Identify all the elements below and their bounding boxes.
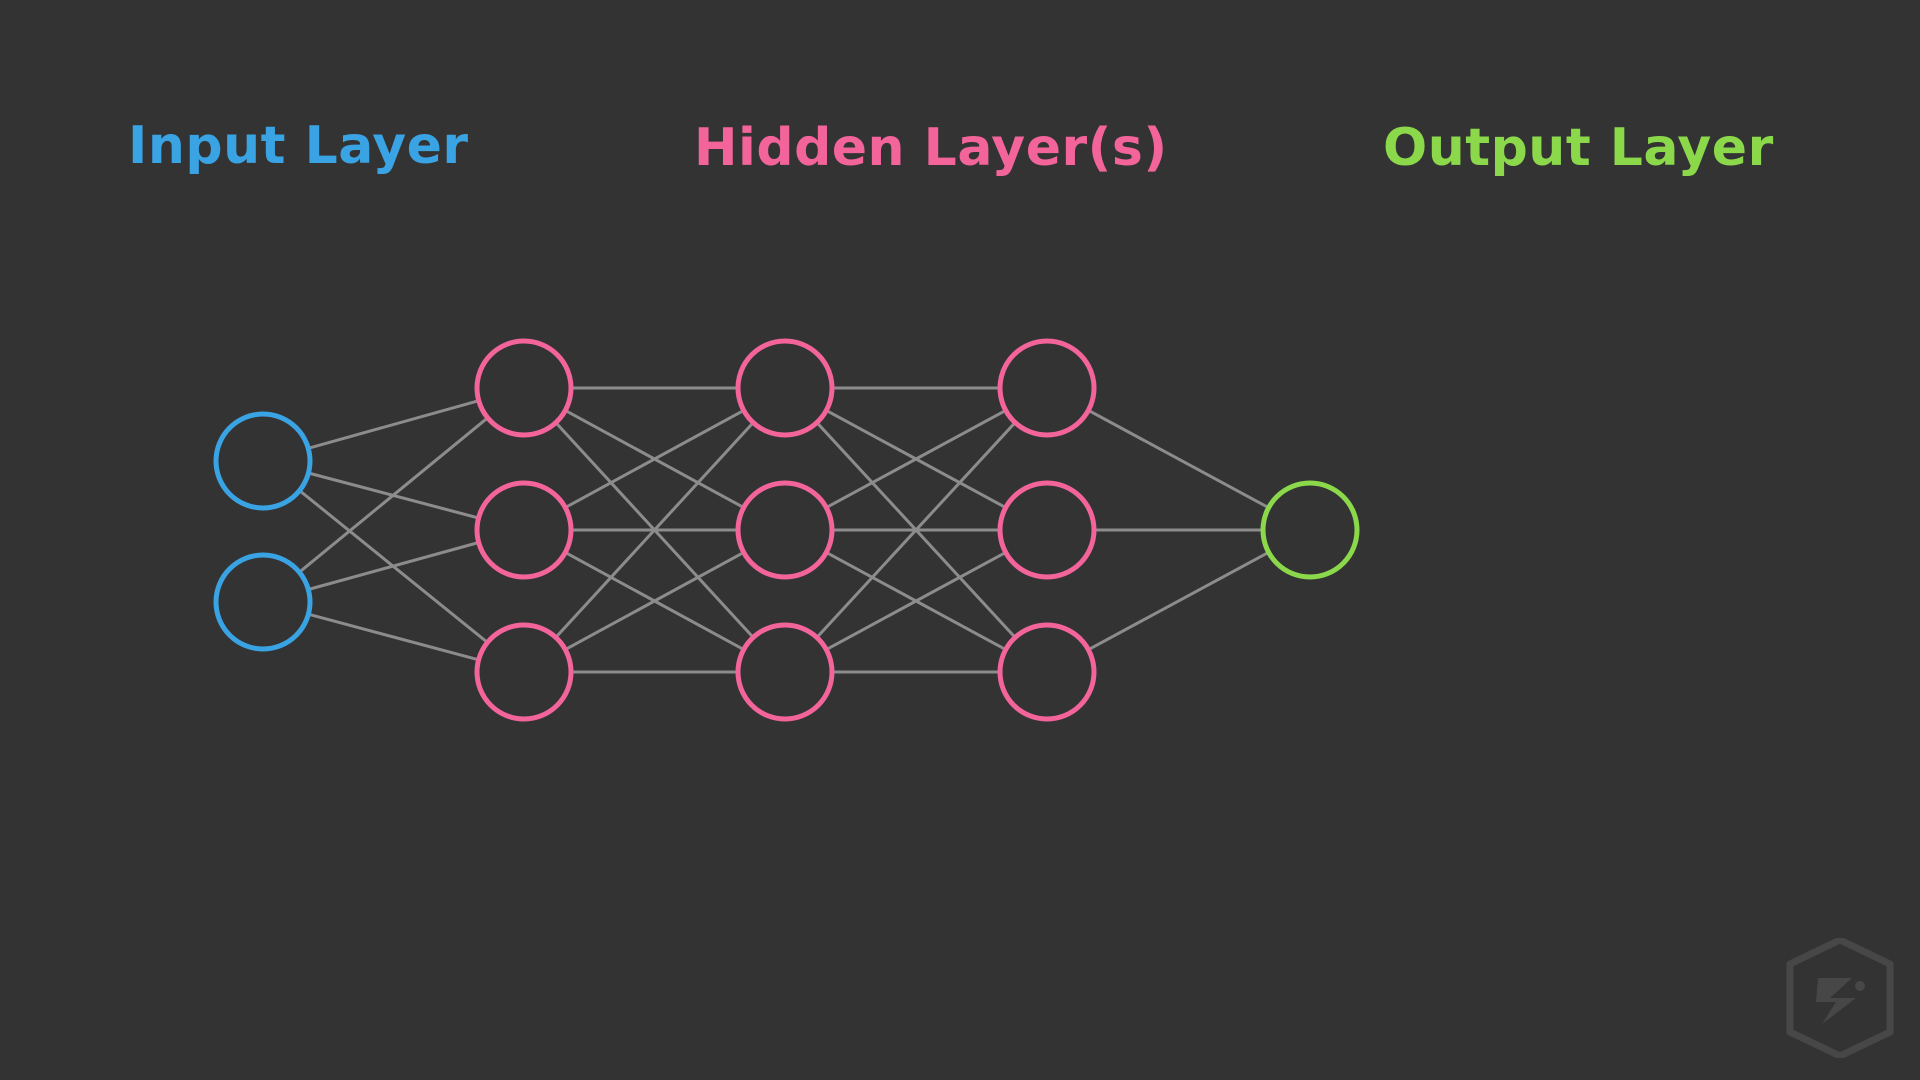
edge-hidden-3-0-to-output-0	[1087, 409, 1270, 509]
node-output-0[interactable]	[1260, 480, 1360, 580]
node-hidden-2-1[interactable]	[735, 480, 835, 580]
edge-hidden-2-1-to-hidden-3-0	[825, 409, 1007, 509]
node-hidden-1-1[interactable]	[474, 480, 574, 580]
edge-hidden-1-2-to-hidden-2-0	[554, 421, 755, 639]
nodes-group	[213, 338, 1360, 722]
node-hidden-3-2[interactable]	[997, 622, 1097, 722]
edge-hidden-2-2-to-hidden-3-0	[815, 421, 1017, 639]
edge-input-0-to-hidden-1-0	[307, 399, 480, 450]
edge-hidden-1-2-to-hidden-2-1	[564, 551, 745, 651]
edges-group	[298, 386, 1270, 674]
node-hidden-3-1[interactable]	[997, 480, 1097, 580]
edge-hidden-1-1-to-hidden-2-0	[564, 409, 745, 509]
edge-input-1-to-hidden-1-2	[308, 612, 479, 662]
edge-hidden-2-2-to-hidden-3-1	[825, 551, 1007, 651]
node-hidden-2-0[interactable]	[735, 338, 835, 438]
node-hidden-3-0[interactable]	[997, 338, 1097, 438]
node-hidden-1-0[interactable]	[474, 338, 574, 438]
edge-hidden-3-2-to-output-0	[1087, 551, 1270, 651]
node-hidden-2-2[interactable]	[735, 622, 835, 722]
node-input-1[interactable]	[213, 552, 313, 652]
node-input-0[interactable]	[213, 411, 313, 511]
edge-input-1-to-hidden-1-1	[307, 541, 480, 591]
edge-input-1-to-hidden-1-0	[298, 416, 489, 574]
node-hidden-1-2[interactable]	[474, 622, 574, 722]
